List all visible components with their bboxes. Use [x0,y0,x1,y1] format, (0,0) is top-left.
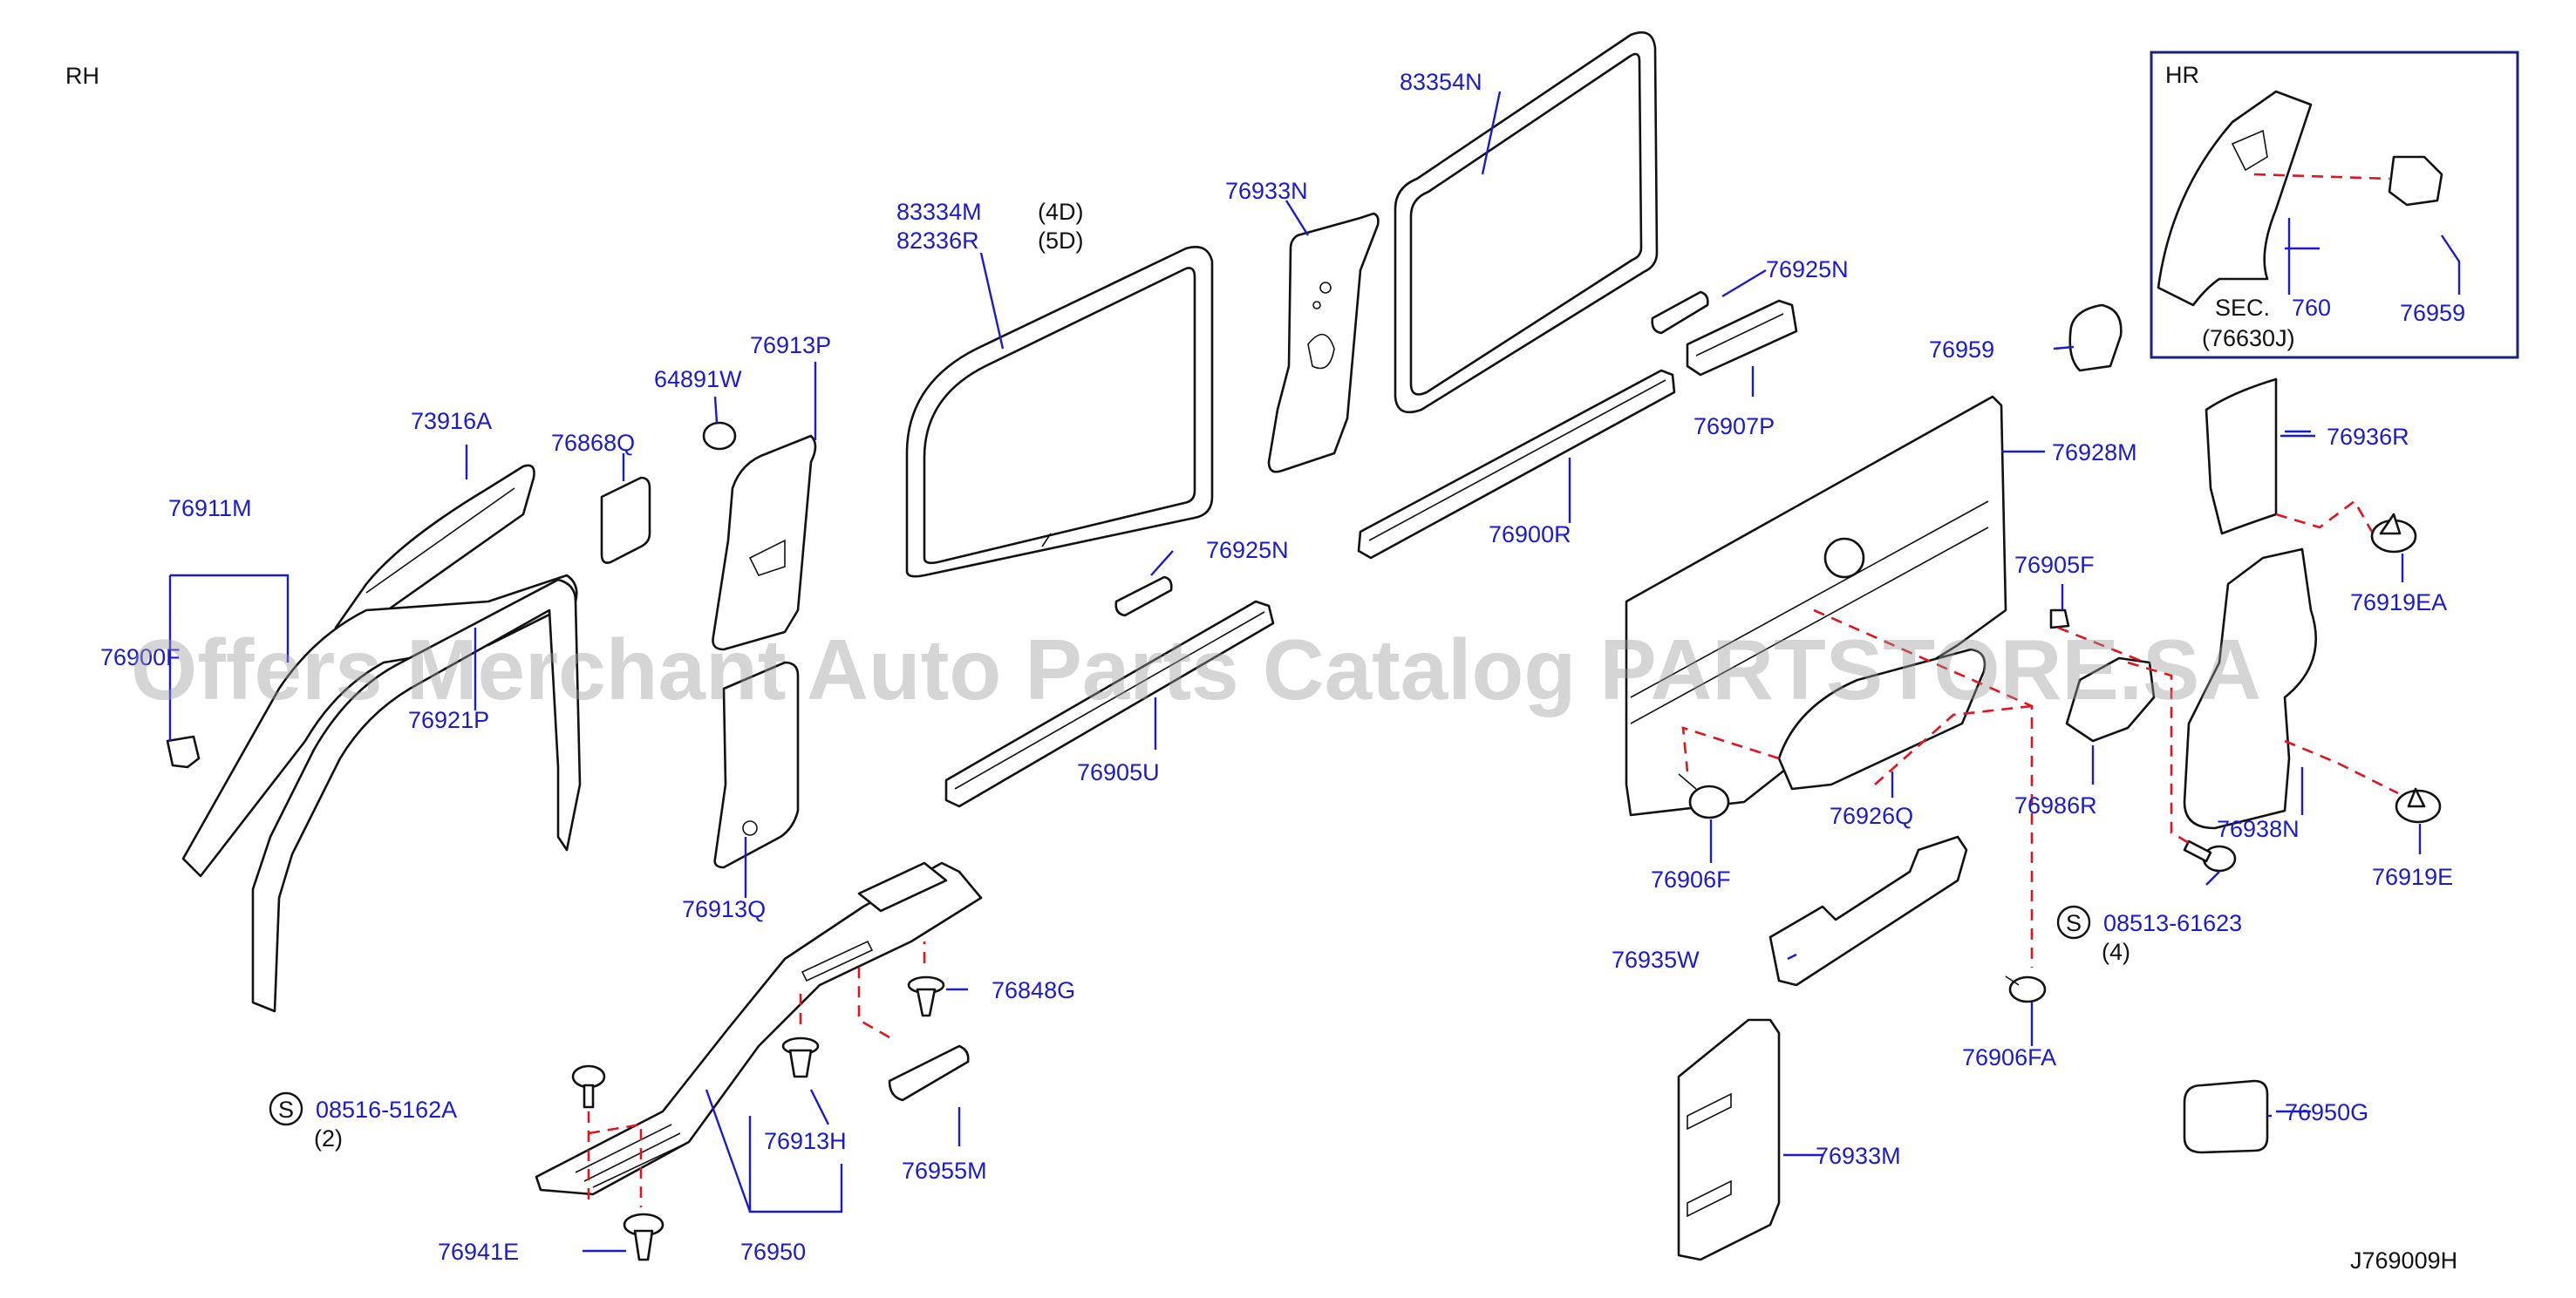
inset-title: HR [2165,62,2199,88]
inset-sec-ref: (76630J) [2202,325,2295,351]
label-76925N-lower[interactable]: 76925N [1206,537,1289,563]
label-76921P[interactable]: 76921P [408,707,489,733]
watermark: Offers Merchant Auto Parts Catalog PARTS… [131,622,2261,717]
view-label: RH [65,63,99,89]
label-08513-qty: (4) [2102,939,2130,965]
clip-76941E [623,1213,664,1261]
label-76950G[interactable]: 76950G [2285,1099,2368,1125]
label-76913P[interactable]: 76913P [750,332,831,358]
clip-76925N-upper [1651,290,1709,335]
clip-76925N-lower [1114,575,1173,617]
clip-76906FA [2005,975,2047,1003]
label-76986R[interactable]: 76986R [2014,792,2097,819]
label-76868Q[interactable]: 76868Q [551,430,635,456]
bracket-76986R [2065,656,2156,743]
trim-76938N [2183,547,2318,830]
leader-lines [168,91,2461,1253]
pillar-trim-76913Q [713,661,800,869]
trim-76933M [1677,1018,1781,1261]
window-frame-83334M [905,246,1214,578]
label-76905U[interactable]: 76905U [1077,759,1160,785]
label-76911M[interactable]: 76911M [168,495,252,521]
inset-sec-number[interactable]: 760 [2292,295,2331,321]
pillar-trim-76913P [712,434,817,651]
label-76913Q[interactable]: 76913Q [682,896,766,922]
label-76933N[interactable]: 76933N [1225,178,1308,204]
label-76848G[interactable]: 76848G [992,977,1075,1003]
inset-sec-part [2157,90,2313,307]
clip-76955M [888,1044,970,1102]
label-76913H[interactable]: 76913H [764,1128,847,1154]
clip-76900F [166,735,201,769]
labels: RH J769009H 83334M 82336R (4D) (5D) 8335… [65,62,2465,1274]
label-73916A[interactable]: 73916A [411,408,492,434]
label-76906F[interactable]: 76906F [1651,866,1731,893]
label-08516-qty: (2) [314,1125,343,1152]
label-76950[interactable]: 76950 [740,1239,806,1265]
label-76936R[interactable]: 76936R [2327,424,2409,450]
s-symbol-08516 [269,1091,303,1126]
label-4d: (4D) [1038,199,1084,225]
grommet-64891W [702,421,737,451]
label-76933M[interactable]: 76933M [1816,1143,1901,1169]
s-symbol-08513 [2056,905,2091,940]
clip-76913H [781,1036,820,1078]
clip-76848G [907,975,945,1017]
label-82336R[interactable]: 82336R [896,228,979,254]
diagram-id: J769009H [2350,1247,2457,1274]
s-symbol-08513-text: S [2066,910,2082,936]
panel-76928M [1625,395,2007,817]
label-76925N-upper[interactable]: 76925N [1766,256,1849,282]
label-76941E[interactable]: 76941E [438,1239,519,1265]
label-76959[interactable]: 76959 [1929,336,1994,363]
label-76906FA[interactable]: 76906FA [1962,1044,2056,1070]
label-5d: (5D) [1038,228,1084,254]
label-76935W[interactable]: 76935W [1612,947,1700,973]
trim-76907P [1686,299,1798,377]
label-76919E[interactable]: 76919E [2372,864,2453,890]
inset-part-76959 [2388,155,2443,207]
clip-76906F [1678,773,1730,819]
label-08516-5162A[interactable]: 08516-5162A [316,1097,457,1123]
bin-76926Q [1777,648,1987,791]
sill-strip-76905U [944,600,1275,808]
label-76955M[interactable]: 76955M [902,1158,987,1184]
kicking-plate-76950 [535,861,983,1196]
cap-76959 [2068,303,2123,372]
window-frame-83354N [1394,31,1659,414]
label-76926Q[interactable]: 76926Q [1830,803,1913,829]
cap-76950G [2183,1079,2269,1154]
clip-76919E [2395,787,2442,824]
trim-76936R [2205,377,2278,535]
clip-76919EA [2370,513,2417,554]
screw-08516 [571,1064,606,1109]
screw-08513 [2183,839,2237,873]
clip-76905F [2049,608,2070,629]
label-76900R[interactable]: 76900R [1489,521,1571,547]
label-76938N[interactable]: 76938N [2217,816,2300,842]
label-83354N[interactable]: 83354N [1400,69,1482,95]
guide-lines [587,173,2399,1207]
label-76919EA[interactable]: 76919EA [2350,589,2447,615]
label-76900F[interactable]: 76900F [100,644,181,670]
label-64891W[interactable]: 64891W [654,366,742,392]
label-76905F[interactable]: 76905F [2014,552,2095,578]
inset-sec-label: SEC. [2215,295,2270,321]
label-76928M[interactable]: 76928M [2052,439,2137,466]
label-83334M[interactable]: 83334M [896,199,982,225]
inset-label-76959[interactable]: 76959 [2400,300,2465,326]
sill-strip-76900R [1357,369,1676,560]
s-symbol-08516-text: S [278,1097,294,1123]
label-08513-61623[interactable]: 08513-61623 [2103,910,2242,936]
label-76907P[interactable]: 76907P [1693,413,1775,439]
pillar-trim-76921P [251,578,582,1013]
pillar-trim-76933N [1267,212,1380,473]
trim-73916A [334,464,535,638]
cover-76868Q [600,476,651,564]
trim-76935W [1768,835,1968,987]
